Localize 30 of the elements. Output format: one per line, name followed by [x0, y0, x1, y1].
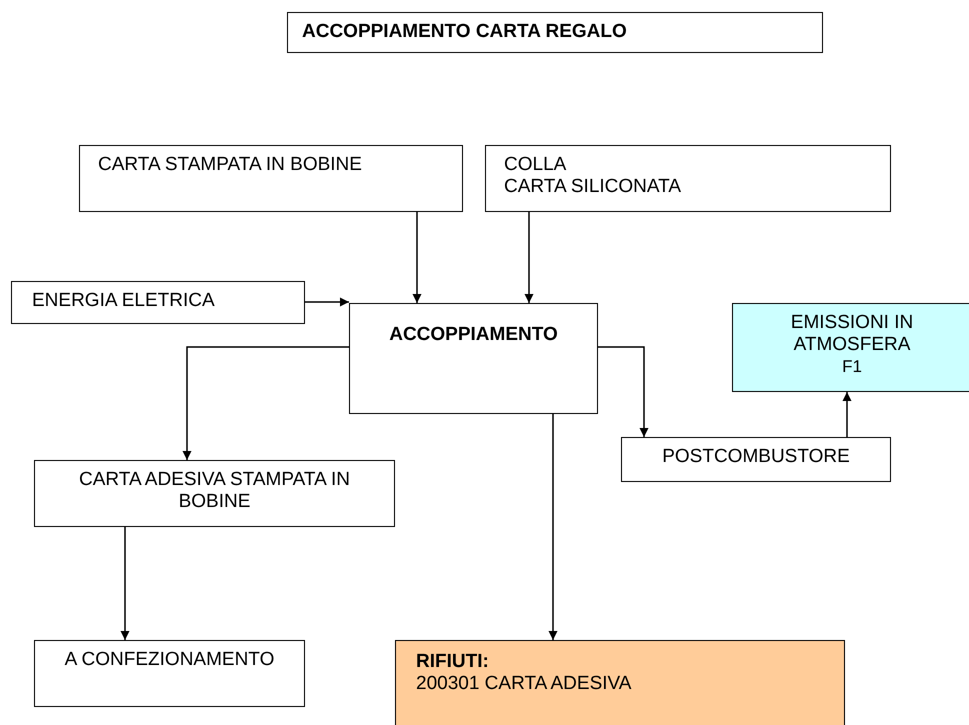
arrow — [524, 212, 534, 303]
process-box — [732, 303, 969, 392]
arrow — [305, 298, 349, 306]
node-text: CARTA STAMPATA IN BOBINE — [98, 154, 363, 176]
arrow — [182, 346, 349, 460]
title-heading: ACCOPPIAMENTO CARTA REGALO — [287, 12, 823, 53]
process-box — [79, 145, 463, 212]
node-text: POSTCOMBUSTORE — [661, 446, 851, 468]
node-text: F1 — [841, 356, 863, 378]
arrow — [598, 346, 648, 437]
node-text: A CONFEZIONAMENTO — [64, 649, 276, 671]
process-box — [349, 303, 598, 414]
process-box — [11, 281, 305, 324]
process-box — [34, 640, 305, 707]
node-text: EMISSIONI IN ATMOSFERA — [790, 312, 914, 356]
node-text: CARTA ADESIVA STAMPATA IN BOBINE — [78, 469, 351, 513]
process-box — [485, 145, 891, 212]
process-box — [34, 460, 395, 527]
node-text: CARTA SILICONATA — [504, 176, 682, 198]
arrow — [842, 392, 852, 437]
arrow — [548, 414, 558, 640]
node-text: 200301 CARTA ADESIVA — [416, 673, 632, 695]
process-box — [395, 640, 845, 725]
node-text: RIFIUTI: — [416, 651, 490, 673]
process-box — [621, 437, 891, 482]
node-text: ACCOPPIAMENTO — [388, 324, 559, 346]
node-text: ENERGIA ELETRICA — [32, 290, 216, 312]
node-text: COLLA — [504, 154, 568, 176]
arrow — [120, 527, 130, 640]
arrow — [412, 212, 422, 303]
